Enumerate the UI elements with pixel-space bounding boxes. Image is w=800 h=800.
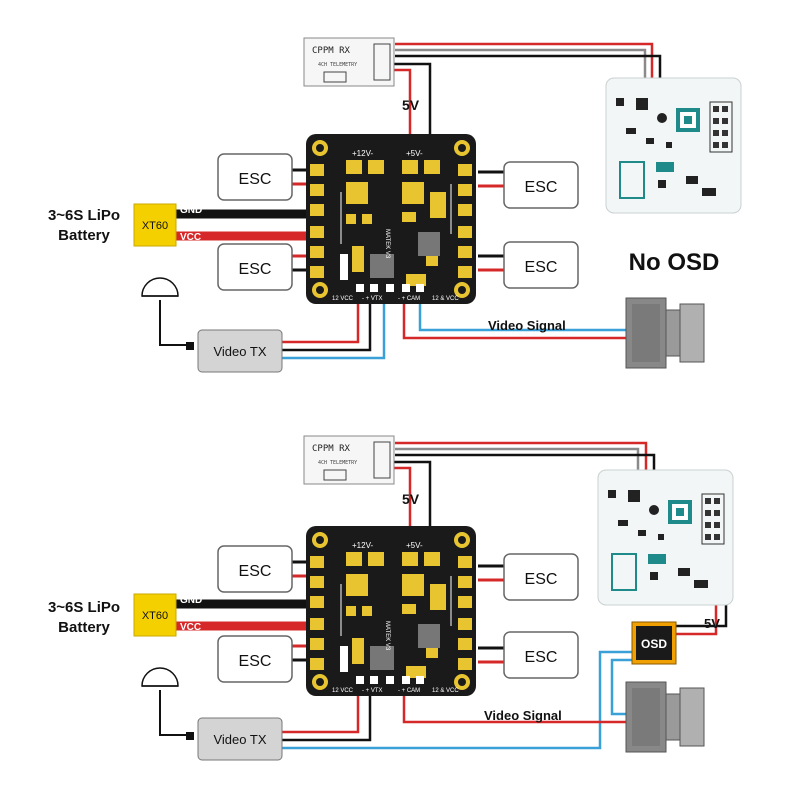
video-tx-label: Video TX <box>213 344 266 359</box>
flight-controller <box>597 469 734 606</box>
pcb-cam-label: - + CAM <box>398 688 420 694</box>
esc-label: ESC <box>525 571 558 588</box>
vcc-label: VCC <box>180 622 201 633</box>
esc-bottom-left: ESC <box>217 635 293 683</box>
esc-bottom-right: ESC <box>503 241 579 289</box>
esc-label: ESC <box>239 261 272 278</box>
pcb-12v-label: +12V- <box>352 541 373 550</box>
osd-chip: OSD <box>631 621 677 665</box>
vcc-label: VCC <box>180 232 201 243</box>
xt60-connector: XT60 <box>133 593 177 637</box>
pcb-vtx-label: - + VTX <box>362 688 383 694</box>
pcb-12v-label: +12V- <box>352 149 373 158</box>
rx-sub-label: 4CH TELEMETRY <box>318 62 357 68</box>
gnd-label: GND <box>180 595 202 606</box>
esc-label: ESC <box>525 179 558 196</box>
pcb-5v-label: +5V- <box>406 541 423 550</box>
video-tx: Video TX <box>197 717 283 761</box>
pcb-vtx-label: - + VTX <box>362 296 383 302</box>
esc-label: ESC <box>525 649 558 666</box>
5v-label: 5V <box>402 491 420 507</box>
no-osd-label: No OSD <box>629 249 720 276</box>
esc-bottom-left: ESC <box>217 243 293 291</box>
pcb-12-vcc-label: 12 & VCC <box>432 688 459 694</box>
5v-label: 5V <box>402 97 420 113</box>
battery-label-1: 3~6S LiPo <box>48 207 120 224</box>
flight-controller <box>605 77 742 214</box>
battery-label-2: Battery <box>58 619 110 636</box>
power-distribution-board: +12V- +5V- MATEK V3 12 VCC - + VTX - + C… <box>305 133 477 305</box>
diagram-with-osd: CPPM RX 4CH TELEMETRY 5V +12V- +5V- MATE… <box>48 435 734 761</box>
pcb-cam-label: - + CAM <box>398 296 420 302</box>
camera <box>625 297 705 369</box>
esc-label: ESC <box>239 653 272 670</box>
pcb-model-label: MATEK V3 <box>384 229 390 259</box>
xt60-connector: XT60 <box>133 203 177 247</box>
osd-label: OSD <box>641 637 667 651</box>
esc-label: ESC <box>525 259 558 276</box>
esc-bottom-right: ESC <box>503 631 579 679</box>
rx-sub-label: 4CH TELEMETRY <box>318 460 357 466</box>
antenna-icon <box>141 277 179 297</box>
pcb-12vcc-label: 12 VCC <box>332 688 354 694</box>
camera <box>625 681 705 753</box>
bottom-wires <box>159 441 728 750</box>
rx-label: CPPM RX <box>312 444 351 454</box>
gnd-label: GND <box>180 205 202 216</box>
video-tx-label: Video TX <box>213 732 266 747</box>
top-wires <box>159 42 662 360</box>
pcb-12vcc-label: 12 VCC <box>332 296 354 302</box>
rx-label: CPPM RX <box>312 46 351 56</box>
video-signal-label: Video Signal <box>488 318 566 333</box>
esc-label: ESC <box>239 171 272 188</box>
esc-label: ESC <box>239 563 272 580</box>
power-distribution-board: +12V- +5V- MATEK V3 12 VCC - + VTX - + C… <box>305 525 477 697</box>
xt60-label: XT60 <box>142 220 168 232</box>
battery-label-1: 3~6S LiPo <box>48 599 120 616</box>
antenna-icon <box>141 667 179 687</box>
esc-top-right: ESC <box>503 161 579 209</box>
pcb-model-label: MATEK V3 <box>384 621 390 651</box>
battery-label-2: Battery <box>58 227 110 244</box>
esc-top-left: ESC <box>217 153 293 201</box>
pcb-5v-label: +5V- <box>406 149 423 158</box>
cppm-rx: CPPM RX 4CH TELEMETRY <box>303 37 395 87</box>
video-tx: Video TX <box>197 329 283 373</box>
osd-5v-label: 5V <box>704 616 720 631</box>
esc-top-left: ESC <box>217 545 293 593</box>
cppm-rx: CPPM RX 4CH TELEMETRY <box>303 435 395 485</box>
xt60-label: XT60 <box>142 610 168 622</box>
pcb-12-vcc-label: 12 & VCC <box>432 296 459 302</box>
diagram-no-osd: CPPM RX 4CH TELEMETRY 5V +12V- +5V- MATE… <box>48 37 742 373</box>
video-signal-label: Video Signal <box>484 708 562 723</box>
esc-top-right: ESC <box>503 553 579 601</box>
